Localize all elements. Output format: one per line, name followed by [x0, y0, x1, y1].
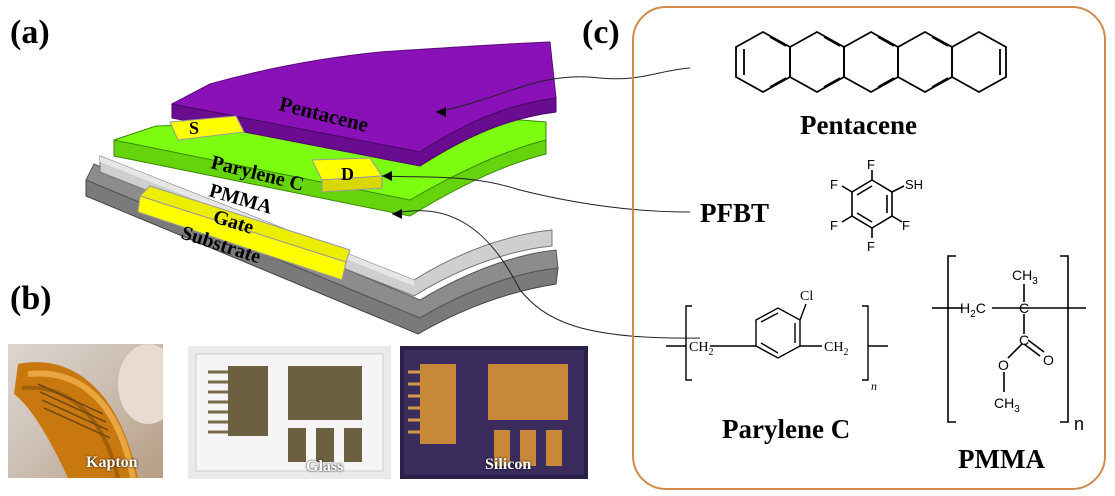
pfbt-atom-sh: SH: [905, 177, 923, 192]
pmma-structure: CH3 H2C C C O O CH3 n: [932, 255, 1086, 432]
pmma-ch3-top: CH3: [1012, 267, 1038, 287]
parylene-ch2-left: CH2: [689, 340, 713, 358]
photo-label-glass: Glass: [306, 458, 344, 475]
photo-kapton: Kapton: [8, 344, 163, 478]
pentacene-layer: [170, 41, 557, 167]
pfbt-atom-f-left: F: [830, 218, 838, 233]
label-drain: D: [341, 164, 354, 184]
connector-pentacene: [435, 67, 691, 113]
photo-silicon: Silicon: [400, 346, 588, 479]
parylene-atom-cl: Cl: [800, 289, 813, 304]
photo-label-silicon: Silicon: [485, 456, 532, 473]
pfbt-atom-f-bottom: F: [867, 239, 875, 254]
photo-label-kapton: Kapton: [86, 454, 138, 471]
source-electrode: [169, 115, 245, 141]
photo-glass: Glass: [188, 346, 391, 479]
pmma-ch3-bottom: CH3: [994, 395, 1020, 415]
structures-frame: [632, 6, 1106, 490]
pmma-atom-o-double: O: [1043, 352, 1054, 368]
parylene-subscript-n: n: [871, 379, 877, 393]
pmma-name: PMMA: [958, 444, 1045, 474]
pfbt-structure: F SH F F F F: [830, 158, 923, 254]
parylene-ch2-right: CH2: [824, 340, 848, 358]
connector-parylene: [391, 210, 700, 339]
panel-label-a: (a): [10, 14, 50, 51]
pmma-atom-c-carbonyl: C: [1019, 332, 1029, 348]
pfbt-atom-f-right: F: [902, 218, 910, 233]
pentacene-name: Pentacene: [800, 110, 917, 140]
pmma-atom-o-ester: O: [998, 357, 1009, 373]
pmma-atom-c-backbone: C: [1019, 300, 1029, 316]
pfbt-atom-f-top: F: [867, 158, 875, 172]
pfbt-name: PFBT: [700, 198, 770, 228]
pentacene-structure: [735, 30, 1007, 94]
panel-label-c: (c): [582, 14, 620, 51]
parylene-structure: Cl CH2 CH2 n: [666, 289, 888, 393]
pfbt-atom-f-upper-left: F: [830, 177, 838, 192]
label-source: S: [189, 118, 199, 138]
pmma-h2c: H2C: [960, 300, 986, 320]
parylene-name: Parylene C: [722, 414, 851, 444]
pmma-subscript-n: n: [1074, 414, 1084, 432]
device-stack-diagram: Pentacene S D Parylene C PMMA Gate Subst…: [85, 41, 700, 339]
panel-label-b: (b): [10, 280, 52, 317]
